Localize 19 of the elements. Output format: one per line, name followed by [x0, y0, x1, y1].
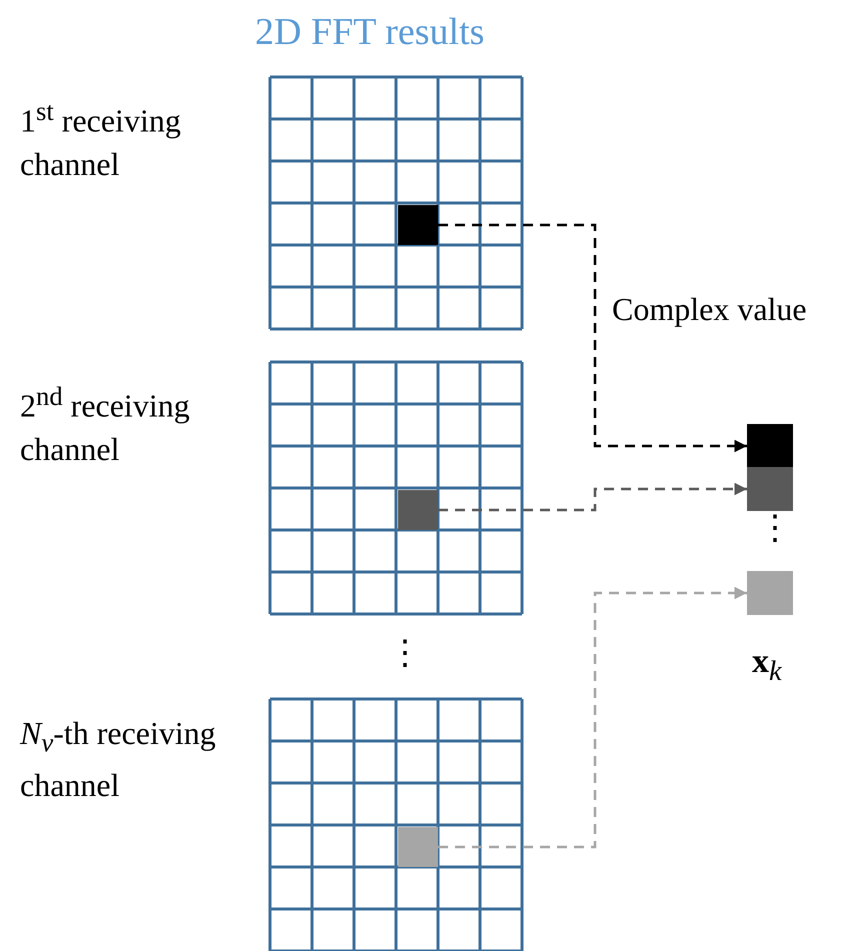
channel-label: 1$^{st}$ receiving channel	[20, 95, 182, 184]
channel-label: N$_{v}$-th receiving channel	[20, 714, 217, 806]
channel-label: 2$^{nd}$ receiving channel	[20, 380, 191, 469]
dashed-arrow	[438, 586, 747, 848]
channel-grid-group	[20, 75, 524, 331]
dashed-arrow	[438, 482, 747, 512]
highlighted-cell	[398, 490, 438, 530]
vector-cell	[747, 467, 793, 511]
vector-cell	[747, 424, 793, 468]
vector-symbol: x$_{k}$	[752, 642, 782, 689]
diagram-title: 2D FFT results	[255, 10, 484, 54]
vertical-ellipsis: ⋮	[388, 634, 422, 674]
dashed-arrow	[438, 224, 747, 452]
vertical-ellipsis: ⋮	[758, 509, 792, 549]
highlighted-cell	[398, 205, 438, 245]
highlighted-cell	[398, 827, 438, 867]
vector-cell	[747, 571, 793, 615]
channel-grid-group	[20, 360, 524, 616]
channel-grid-group	[20, 697, 524, 951]
